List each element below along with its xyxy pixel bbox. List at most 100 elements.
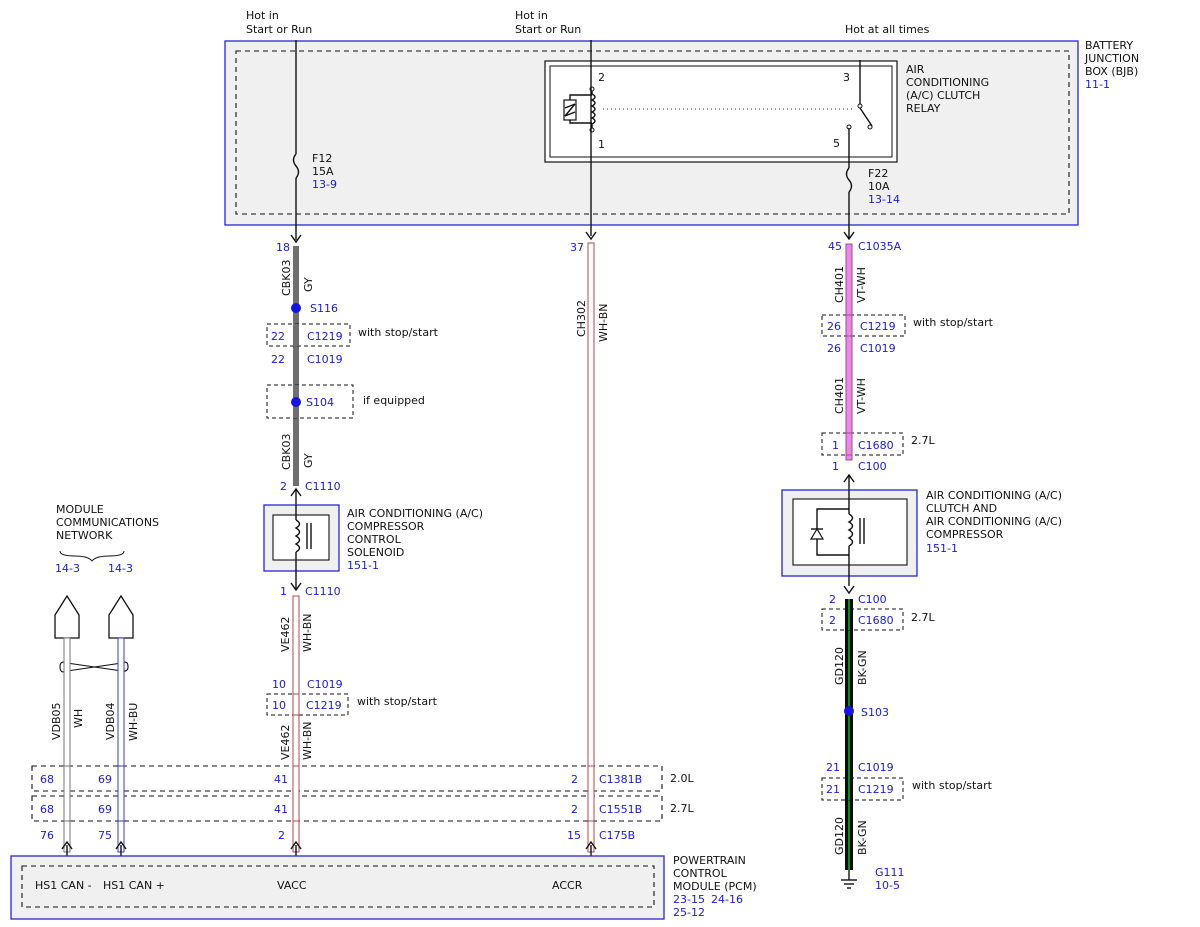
ground-icon: [841, 870, 857, 889]
bjb-label-3: BOX (BJB): [1085, 65, 1138, 78]
circuit-cbk03-id: CBK03: [280, 260, 293, 296]
conn-c1381b: C1381B: [599, 773, 642, 786]
circuit-vdb04-color: WH-BU: [127, 703, 140, 741]
pin-2-c1381b: 2: [571, 773, 578, 786]
pin-10-c1019: 10: [272, 678, 286, 691]
circuit-cbk03-color: GY: [302, 277, 315, 292]
middle-feed-line-1: Hot in: [515, 9, 548, 22]
pcm-pin-accr: ACCR: [552, 879, 583, 892]
pcm-label-1: POWERTRAIN: [673, 854, 746, 867]
pin-41-c1381b: 41: [274, 773, 288, 786]
conn-c1680-bottom: C1680: [858, 614, 894, 627]
splice-s116: S116: [310, 302, 338, 315]
note-27l-3: 2.7L: [670, 802, 694, 815]
circuit-ch302-color: WH-BN: [597, 304, 610, 343]
pcm-label-3: MODULE (PCM): [673, 880, 757, 893]
bjb-ref[interactable]: 11-1: [1085, 78, 1110, 91]
note-stop-start-2: with stop/start: [357, 695, 438, 708]
middle-feed-line-2: Start or Run: [515, 23, 581, 36]
relay-label-4: RELAY: [906, 102, 941, 115]
network-label-3: NETWORK: [56, 529, 113, 542]
solenoid-ref[interactable]: 151-1: [347, 559, 379, 572]
circuit-gd120-color: BK-GN: [856, 650, 869, 685]
conn-c1019-right-2: C1019: [858, 761, 894, 774]
pcm-ref-a[interactable]: 23-15: [673, 893, 705, 906]
clutch-ref[interactable]: 151-1: [926, 542, 958, 555]
bjb-label-2: JUNCTION: [1084, 52, 1139, 65]
circuit-gd120-id: GD120: [833, 647, 846, 685]
pin-2-c1551b: 2: [571, 803, 578, 816]
pin-2-c1680: 2: [829, 614, 836, 627]
ground-ref[interactable]: 10-5: [875, 879, 900, 892]
conn-c100-bottom: C100: [858, 593, 887, 606]
pin-69-c1551b: 69: [98, 803, 112, 816]
fuse-f22-name: F22: [868, 167, 888, 180]
left-feed-line-2: Start or Run: [246, 23, 312, 36]
conn-c175b: C175B: [599, 829, 635, 842]
solenoid-label-1: AIR CONDITIONING (A/C): [347, 507, 483, 520]
connector-c1381b-row: [31, 765, 663, 792]
relay-pin-3: 3: [843, 71, 850, 84]
splice-s104-dot: [291, 397, 301, 407]
fuse-f22-rating: 10A: [868, 180, 890, 193]
pin-76: 76: [40, 829, 54, 842]
pin-75: 75: [98, 829, 112, 842]
fuse-f22-icon: [845, 167, 853, 193]
solenoid-label-4: SOLENOID: [347, 546, 404, 559]
network-label-1: MODULE: [56, 503, 104, 516]
pin-1-c1680: 1: [832, 439, 839, 452]
splice-s104: S104: [306, 396, 334, 409]
conn-c1219-left-2: C1219: [306, 699, 342, 712]
circuit-ve462-color: WH-BN: [301, 614, 314, 653]
clutch-label-2: CLUTCH AND: [926, 502, 997, 515]
pin-45: 45: [828, 240, 842, 253]
relay-label-2: CONDITIONING: [906, 76, 989, 89]
network-connector-icon-left: [54, 594, 80, 639]
solenoid-label-2: COMPRESSOR: [347, 520, 425, 533]
pin-2-c1110: 2: [280, 480, 287, 493]
pcm-ref-b[interactable]: 24-16: [711, 893, 743, 906]
relay-pin-2: 2: [598, 71, 605, 84]
pcm-pin-can-plus: HS1 CAN +: [103, 879, 165, 892]
conn-c1019-left: C1019: [307, 353, 343, 366]
conn-c1219-right-2: C1219: [858, 783, 894, 796]
clutch-label-4: COMPRESSOR: [926, 528, 1004, 541]
conn-c1219-left: C1219: [307, 330, 343, 343]
note-stop-start-3: with stop/start: [913, 316, 994, 329]
fuse-f12-icon: [292, 153, 300, 179]
pin-1-c1110: 1: [280, 585, 287, 598]
conn-c1035a: C1035A: [858, 240, 902, 253]
conn-c1680-top: C1680: [858, 439, 894, 452]
fuse-f22-ref[interactable]: 13-14: [868, 193, 900, 206]
circuit-ch401-id: CH401: [833, 266, 846, 303]
circuit-vdb05-id: VDB05: [50, 702, 63, 740]
conn-c1551b: C1551B: [599, 803, 642, 816]
relay-pin-1: 1: [598, 138, 605, 151]
splice-s103-dot: [844, 706, 854, 716]
network-connector-icon-right: [108, 594, 134, 639]
pin-22-c1019: 22: [271, 353, 285, 366]
splice-s103: S103: [861, 706, 889, 719]
relay-label-1: AIR: [906, 63, 925, 76]
circuit-vdb05-color: WH: [72, 709, 85, 728]
note-stop-start-4: with stop/start: [912, 779, 993, 792]
pin-21-c1219: 21: [826, 783, 840, 796]
fuse-f12-ref[interactable]: 13-9: [312, 178, 337, 191]
conn-c1019-left-2: C1019: [307, 678, 343, 691]
network-label-2: COMMUNICATIONS: [56, 516, 159, 529]
network-ref-left[interactable]: 14-3: [55, 562, 80, 575]
pcm-pin-can-minus: HS1 CAN -: [35, 879, 92, 892]
pcm-ref-c[interactable]: 25-12: [673, 906, 705, 919]
pin-68-c1551b: 68: [40, 803, 54, 816]
network-ref-right[interactable]: 14-3: [108, 562, 133, 575]
ground-g111: G111: [875, 866, 905, 879]
circuit-vdb04-id: VDB04: [104, 702, 117, 740]
pin-37: 37: [570, 241, 584, 254]
note-20l: 2.0L: [670, 772, 694, 785]
conn-c1110-top: C1110: [305, 480, 341, 493]
circuit-cbk03-id-2: CBK03: [280, 434, 293, 470]
circuit-ch401-color-2: VT-WH: [855, 378, 868, 414]
wire-ch401: [845, 243, 853, 461]
right-feed-label: Hot at all times: [845, 23, 930, 36]
